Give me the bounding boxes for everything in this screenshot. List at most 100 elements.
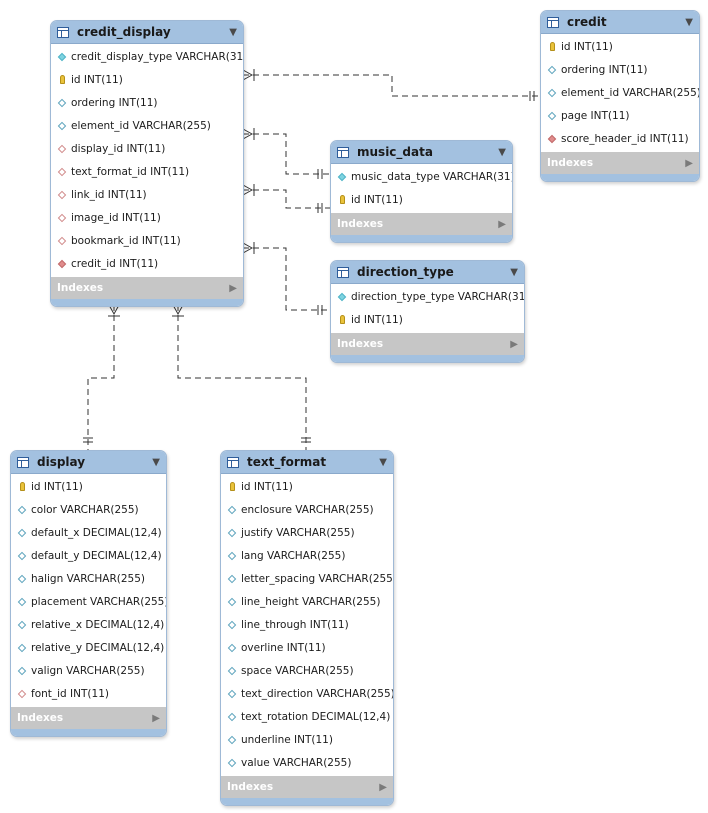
entity-display[interactable]: display▼id INT(11)color VARCHAR(255)defa… bbox=[10, 450, 167, 737]
column-row[interactable]: text_format_id INT(11) bbox=[51, 160, 243, 183]
column-row[interactable]: id INT(11) bbox=[11, 475, 166, 498]
column-row[interactable]: credit_id INT(11) bbox=[51, 252, 243, 275]
column-row[interactable]: font_id INT(11) bbox=[11, 682, 166, 705]
column-row[interactable]: credit_display_type VARCHAR(31) bbox=[51, 45, 243, 68]
column-row[interactable]: default_y DECIMAL(12,4) bbox=[11, 544, 166, 567]
relationship-line-credit-display-direction-type bbox=[243, 247, 330, 311]
expand-arrow-icon[interactable]: ▶ bbox=[152, 712, 160, 724]
foreign-key-diamond-icon bbox=[15, 689, 29, 698]
column-row[interactable]: text_rotation DECIMAL(12,4) bbox=[221, 705, 393, 728]
column-row[interactable]: display_id INT(11) bbox=[51, 137, 243, 160]
column-row[interactable]: relative_y DECIMAL(12,4) bbox=[11, 636, 166, 659]
column-row[interactable]: image_id INT(11) bbox=[51, 206, 243, 229]
column-row[interactable]: bookmark_id INT(11) bbox=[51, 229, 243, 252]
column-diamond-icon bbox=[545, 111, 559, 120]
column-diamond-icon bbox=[15, 574, 29, 583]
collapse-arrow-icon[interactable]: ▼ bbox=[152, 456, 160, 468]
column-diamond-icon bbox=[225, 712, 239, 721]
column-row[interactable]: ordering INT(11) bbox=[541, 58, 699, 81]
one-marker bbox=[529, 91, 535, 101]
column-list: id INT(11)enclosure VARCHAR(255)justify … bbox=[221, 474, 393, 776]
column-label: text_rotation DECIMAL(12,4) bbox=[241, 710, 391, 723]
collapse-arrow-icon[interactable]: ▼ bbox=[510, 266, 518, 278]
indexes-section[interactable]: Indexes▶ bbox=[331, 333, 524, 355]
column-row[interactable]: line_through INT(11) bbox=[221, 613, 393, 636]
column-row[interactable]: relative_x DECIMAL(12,4) bbox=[11, 613, 166, 636]
entity-name: display bbox=[37, 455, 86, 469]
indexes-section[interactable]: Indexes▶ bbox=[51, 277, 243, 299]
expand-arrow-icon[interactable]: ▶ bbox=[685, 157, 693, 169]
indexes-label: Indexes bbox=[227, 781, 274, 793]
entity-direction-type[interactable]: direction_type▼direction_type_type VARCH… bbox=[330, 260, 525, 363]
table-icon bbox=[547, 16, 559, 28]
column-row[interactable]: id INT(11) bbox=[331, 308, 524, 331]
collapse-arrow-icon[interactable]: ▼ bbox=[229, 26, 237, 38]
column-row[interactable]: underline INT(11) bbox=[221, 728, 393, 751]
column-row[interactable]: line_height VARCHAR(255) bbox=[221, 590, 393, 613]
expand-arrow-icon[interactable]: ▶ bbox=[510, 338, 518, 350]
column-diamond-icon bbox=[225, 735, 239, 744]
entity-header[interactable]: text_format▼ bbox=[221, 451, 393, 474]
expand-arrow-icon[interactable]: ▶ bbox=[498, 218, 506, 230]
entity-music-data[interactable]: music_data▼music_data_type VARCHAR(31)id… bbox=[330, 140, 513, 243]
column-row[interactable]: color VARCHAR(255) bbox=[11, 498, 166, 521]
one-marker bbox=[317, 169, 323, 179]
indexes-section[interactable]: Indexes▶ bbox=[331, 213, 512, 235]
column-row[interactable]: element_id VARCHAR(255) bbox=[541, 81, 699, 104]
primary-key-icon bbox=[225, 482, 239, 491]
column-row[interactable]: id INT(11) bbox=[221, 475, 393, 498]
column-row[interactable]: id INT(11) bbox=[331, 188, 512, 211]
column-list: id INT(11) color VARCHAR(255)default_x DE… bbox=[11, 474, 166, 707]
entity-header[interactable]: display ▼ bbox=[11, 451, 166, 474]
column-row[interactable]: direction_type_type VARCHAR(31) bbox=[331, 285, 524, 308]
column-row[interactable]: halign VARCHAR(255) bbox=[11, 567, 166, 590]
expand-arrow-icon[interactable]: ▶ bbox=[229, 282, 237, 294]
indexes-section[interactable]: Indexes ▶ bbox=[221, 776, 393, 798]
entity-credit-display[interactable]: credit_display▼credit_display_type VARCH… bbox=[50, 20, 244, 307]
table-icon bbox=[337, 266, 349, 278]
column-row[interactable]: enclosure VARCHAR(255) bbox=[221, 498, 393, 521]
column-label: image_id INT(11) bbox=[71, 211, 161, 224]
entity-text-format[interactable]: text_format▼id INT(11)enclosure VARCHAR(… bbox=[220, 450, 394, 806]
column-row[interactable]: justify VARCHAR(255) bbox=[221, 521, 393, 544]
column-row[interactable]: score_header_id INT(11) bbox=[541, 127, 699, 150]
entity-header[interactable]: music_data▼ bbox=[331, 141, 512, 164]
column-row[interactable]: value VARCHAR(255) bbox=[221, 751, 393, 774]
column-label: font_id INT(11) bbox=[31, 687, 109, 700]
column-list: music_data_type VARCHAR(31)id INT(11) bbox=[331, 164, 512, 213]
column-row[interactable]: placement VARCHAR(255) bbox=[11, 590, 166, 613]
column-label: bookmark_id INT(11) bbox=[71, 234, 181, 247]
column-row[interactable]: page INT(11) bbox=[541, 104, 699, 127]
entity-header[interactable]: credit▼ bbox=[541, 11, 699, 34]
column-row[interactable]: text_direction VARCHAR(255) bbox=[221, 682, 393, 705]
not-null-diamond-icon bbox=[55, 52, 69, 61]
column-diamond-icon bbox=[55, 98, 69, 107]
column-row[interactable]: lang VARCHAR(255) bbox=[221, 544, 393, 567]
indexes-section[interactable]: Indexes▶ bbox=[541, 152, 699, 174]
column-row[interactable]: element_id VARCHAR(255) bbox=[51, 114, 243, 137]
column-row[interactable]: overline INT(11) bbox=[221, 636, 393, 659]
column-row[interactable]: letter_spacing VARCHAR(255) bbox=[221, 567, 393, 590]
column-row[interactable]: ordering INT(11) bbox=[51, 91, 243, 114]
collapse-arrow-icon[interactable]: ▼ bbox=[498, 146, 506, 158]
entity-credit[interactable]: credit▼id INT(11)ordering INT(11)element… bbox=[540, 10, 700, 182]
expand-arrow-icon[interactable]: ▶ bbox=[379, 781, 387, 793]
column-row[interactable]: link_id INT(11) bbox=[51, 183, 243, 206]
foreign-key-not-null-diamond-icon bbox=[545, 134, 559, 143]
column-row[interactable]: id INT(11) bbox=[541, 35, 699, 58]
column-label: id INT(11) bbox=[31, 480, 83, 493]
column-row[interactable]: valign VARCHAR(255) bbox=[11, 659, 166, 682]
not-null-diamond-icon bbox=[335, 292, 349, 301]
column-row[interactable]: music_data_type VARCHAR(31) bbox=[331, 165, 512, 188]
collapse-arrow-icon[interactable]: ▼ bbox=[379, 456, 387, 468]
entity-header[interactable]: direction_type▼ bbox=[331, 261, 524, 284]
column-diamond-icon bbox=[545, 88, 559, 97]
column-row[interactable]: space VARCHAR(255) bbox=[221, 659, 393, 682]
entity-header[interactable]: credit_display▼ bbox=[51, 21, 243, 44]
column-row[interactable]: id INT(11) bbox=[51, 68, 243, 91]
column-diamond-icon bbox=[225, 758, 239, 767]
column-label: line_through INT(11) bbox=[241, 618, 349, 631]
indexes-section[interactable]: Indexes▶ bbox=[11, 707, 166, 729]
column-row[interactable]: default_x DECIMAL(12,4) bbox=[11, 521, 166, 544]
collapse-arrow-icon[interactable]: ▼ bbox=[685, 16, 693, 28]
